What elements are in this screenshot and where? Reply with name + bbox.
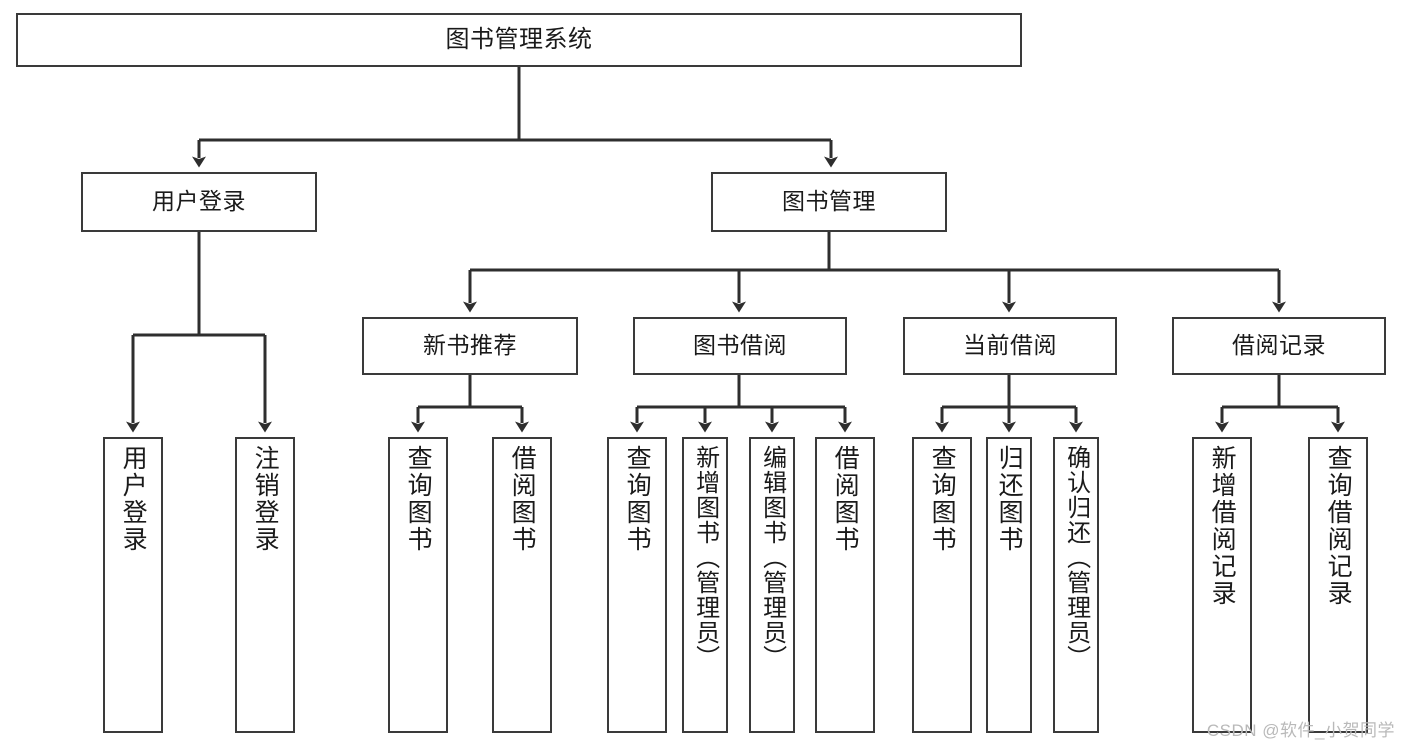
watermark-text: CSDN @软件_小贺同学 [1206, 721, 1395, 740]
node-book-borrow[interactable]: 图书借阅 [633, 317, 847, 375]
node-label: 查询图书 [404, 445, 433, 553]
leaf-add-book-admin[interactable]: 新增图书（管理员） [682, 437, 728, 733]
leaf-user-login[interactable]: 用户登录 [103, 437, 163, 733]
node-new-book-recommend[interactable]: 新书推荐 [362, 317, 578, 375]
node-current-borrow[interactable]: 当前借阅 [903, 317, 1117, 375]
node-label: 归还图书 [995, 445, 1024, 553]
node-label: 查询图书 [623, 445, 652, 553]
leaf-query-book-current[interactable]: 查询图书 [912, 437, 972, 733]
node-label: 查询图书 [928, 445, 957, 553]
node-label: 新增图书（管理员） [691, 445, 719, 670]
node-label: 新书推荐 [423, 332, 517, 359]
leaf-query-borrow-record[interactable]: 查询借阅记录 [1308, 437, 1368, 733]
node-user-login[interactable]: 用户登录 [81, 172, 317, 232]
leaf-borrow-book-recommend[interactable]: 借阅图书 [492, 437, 552, 733]
node-label: 新增借阅记录 [1208, 445, 1237, 607]
node-label: 查询借阅记录 [1324, 445, 1353, 607]
node-label: 图书管理系统 [445, 25, 593, 53]
node-label: 图书借阅 [693, 332, 787, 359]
leaf-confirm-return-admin[interactable]: 确认归还（管理员） [1053, 437, 1099, 733]
node-borrow-record[interactable]: 借阅记录 [1172, 317, 1386, 375]
node-book-management[interactable]: 图书管理 [711, 172, 947, 232]
node-label: 用户登录 [152, 188, 246, 215]
leaf-return-book[interactable]: 归还图书 [986, 437, 1032, 733]
leaf-edit-book-admin[interactable]: 编辑图书（管理员） [749, 437, 795, 733]
node-label: 图书管理 [782, 188, 876, 215]
node-label: 当前借阅 [963, 332, 1057, 359]
node-label: 编辑图书（管理员） [758, 445, 786, 670]
node-label: 用户登录 [119, 445, 148, 553]
node-root-system[interactable]: 图书管理系统 [16, 13, 1022, 67]
node-label: 借阅记录 [1232, 332, 1326, 359]
leaf-borrow-book[interactable]: 借阅图书 [815, 437, 875, 733]
leaf-logout-login[interactable]: 注销登录 [235, 437, 295, 733]
leaf-add-borrow-record[interactable]: 新增借阅记录 [1192, 437, 1252, 733]
node-label: 借阅图书 [508, 445, 537, 553]
leaf-query-book-recommend[interactable]: 查询图书 [388, 437, 448, 733]
leaf-query-book-borrow[interactable]: 查询图书 [607, 437, 667, 733]
node-label: 注销登录 [251, 445, 280, 553]
node-label: 确认归还（管理员） [1062, 445, 1090, 670]
node-label: 借阅图书 [831, 445, 860, 553]
